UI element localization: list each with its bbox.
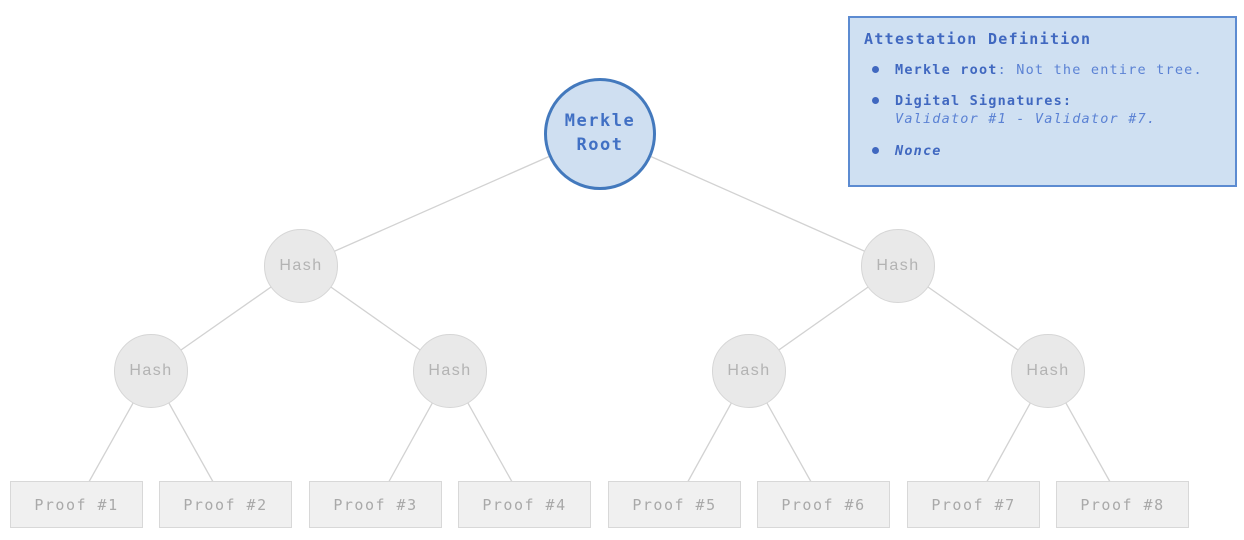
callout-bullet-digital-signatures: Digital Signatures: Validator #1 - Valid… (864, 92, 1221, 128)
bullet-text: Merkle root: Not the entire tree. (895, 61, 1203, 79)
proof-label: Proof #2 (183, 495, 268, 514)
proof-box-5: Proof #5 (608, 481, 741, 528)
hash-label: Hash (727, 362, 771, 379)
hash-label: Hash (129, 362, 173, 379)
hash-node-level3-1: Hash (114, 334, 188, 408)
hash-node-level2-right: Hash (861, 229, 935, 303)
hash-node-level3-3: Hash (712, 334, 786, 408)
proof-box-4: Proof #4 (458, 481, 591, 528)
callout-bullet-nonce: Nonce (864, 142, 1221, 160)
proof-box-2: Proof #2 (159, 481, 292, 528)
callout-bullet-merkle-root: Merkle root: Not the entire tree. (864, 61, 1221, 79)
hash-node-level3-2: Hash (413, 334, 487, 408)
proof-box-3: Proof #3 (309, 481, 442, 528)
bullet-bold-text: Merkle root (895, 62, 998, 78)
proof-label: Proof #5 (632, 495, 717, 514)
proof-label: Proof #7 (931, 495, 1016, 514)
hash-label: Hash (1026, 362, 1070, 379)
bullet-dot-icon (872, 66, 879, 73)
attestation-definition-callout: Attestation Definition Merkle root: Not … (848, 16, 1237, 187)
bullet-text: Digital Signatures: Validator #1 - Valid… (895, 92, 1156, 128)
bullet-dot-icon (872, 97, 879, 105)
proof-box-1: Proof #1 (10, 481, 143, 528)
bullet-dot-icon (872, 146, 879, 154)
merkle-root-label: Merkle Root (564, 111, 636, 155)
bullet-bold-italic-text: Nonce (895, 142, 942, 159)
bullet-italic-text: Validator #1 - Validator #7. (895, 111, 1157, 128)
proof-box-7: Proof #7 (907, 481, 1040, 528)
proof-box-6: Proof #6 (757, 481, 890, 528)
callout-title: Attestation Definition (864, 30, 1092, 48)
proof-box-8: Proof #8 (1056, 481, 1189, 528)
hash-node-level3-4: Hash (1011, 334, 1085, 408)
proof-label: Proof #6 (781, 495, 866, 514)
hash-label: Hash (279, 257, 323, 274)
proof-label: Proof #4 (482, 495, 567, 514)
bullet-regular-text: : Not the entire tree. (997, 62, 1203, 78)
proof-label: Proof #1 (34, 495, 119, 514)
hash-label: Hash (428, 362, 472, 379)
proof-label: Proof #3 (333, 495, 418, 514)
proof-label: Proof #8 (1080, 495, 1165, 514)
hash-node-level2-left: Hash (264, 229, 338, 303)
merkle-root-node: Merkle Root (544, 78, 656, 190)
hash-label: Hash (876, 257, 920, 274)
bullet-bold-text: Digital Signatures: (895, 93, 1073, 110)
